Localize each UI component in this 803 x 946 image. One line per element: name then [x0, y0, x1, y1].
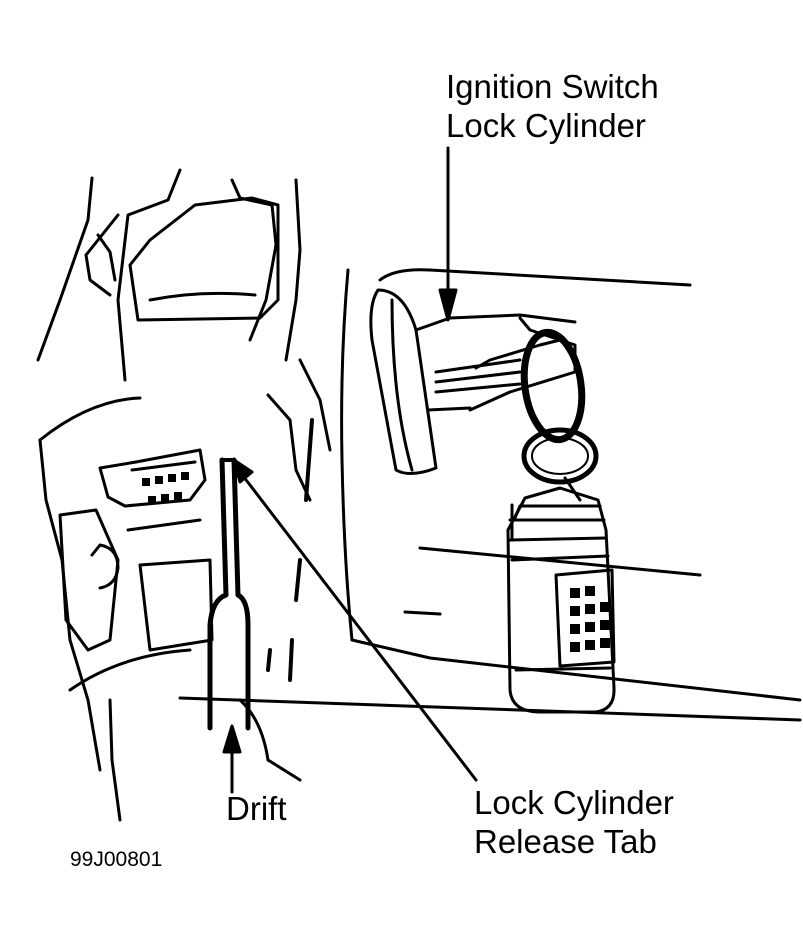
trim-slots — [266, 418, 314, 682]
ignition-switch-label-line1: Ignition Switch — [446, 68, 659, 105]
drift-label: Drift — [226, 790, 287, 827]
steering-column-assembly — [36, 168, 332, 822]
dashboard-panel — [178, 268, 802, 722]
figure-id: 99J00801 — [70, 848, 163, 871]
leader-drift — [222, 724, 242, 794]
drift-tool — [207, 457, 251, 731]
key-fob-buttons — [570, 586, 610, 652]
key-ring — [520, 328, 599, 485]
release-tab-label-line2: Release Tab — [474, 823, 657, 860]
lock-cylinder — [369, 288, 577, 475]
ignition-switch-label-line2: Lock Cylinder — [446, 107, 646, 144]
release-tab-label-line1: Lock Cylinder — [474, 784, 674, 821]
connector-pins — [142, 472, 189, 504]
key-fob — [506, 476, 616, 714]
leader-release-tab — [232, 458, 478, 782]
leader-ignition-switch — [438, 146, 458, 322]
